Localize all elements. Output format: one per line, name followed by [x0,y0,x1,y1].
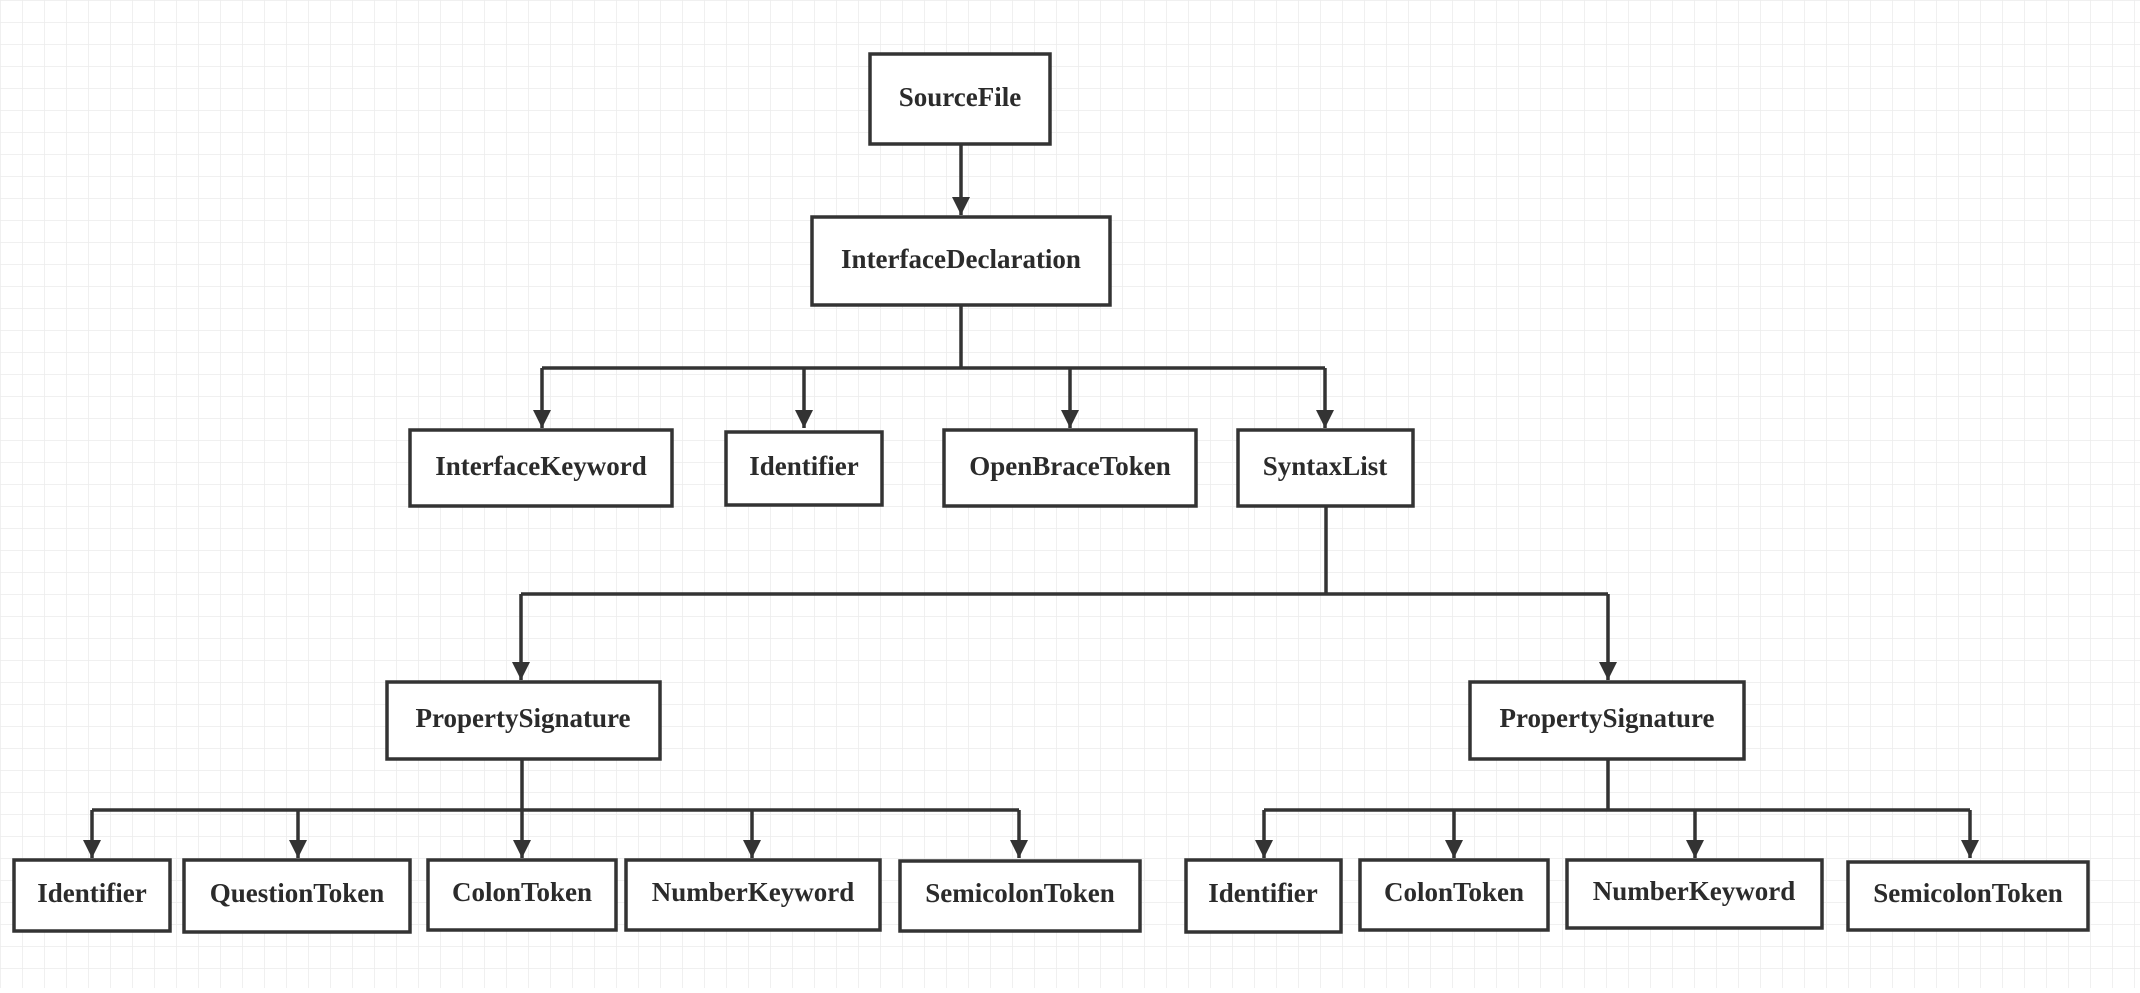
node-left-questiontoken-label: QuestionToken [210,878,385,908]
node-syntaxlist-label: SyntaxList [1263,451,1388,481]
node-left-numberkeyword-label: NumberKeyword [652,877,854,907]
node-openbracetoken-label: OpenBraceToken [969,451,1171,481]
node-right-colontoken[interactable]: ColonToken [1358,858,1550,932]
node-right-numberkeyword-label: NumberKeyword [1593,876,1795,906]
node-left-semicolontoken-label: SemicolonToken [925,878,1115,908]
node-left-questiontoken[interactable]: QuestionToken [182,858,412,934]
node-left-identifier[interactable]: Identifier [12,858,172,933]
node-interfacekeyword-label: InterfaceKeyword [435,451,646,481]
node-interfacekeyword[interactable]: InterfaceKeyword [408,428,674,508]
node-right-identifier-label: Identifier [1208,878,1317,908]
node-right-semicolontoken[interactable]: SemicolonToken [1846,860,2090,932]
node-interfacedeclaration-label: InterfaceDeclaration [841,244,1081,274]
tree-edges [83,145,1979,858]
node-left-semicolontoken[interactable]: SemicolonToken [898,859,1142,933]
node-left-identifier-label: Identifier [37,878,146,908]
node-sourcefile-label: SourceFile [899,82,1021,112]
node-interfacedeclaration[interactable]: InterfaceDeclaration [810,215,1112,307]
node-identifier-top[interactable]: Identifier [724,430,884,507]
node-syntaxlist[interactable]: SyntaxList [1236,428,1415,508]
node-propertysignature-right[interactable]: PropertySignature [1468,680,1746,761]
node-right-numberkeyword[interactable]: NumberKeyword [1565,858,1824,930]
node-left-colontoken[interactable]: ColonToken [426,858,618,932]
node-right-semicolontoken-label: SemicolonToken [1873,878,2063,908]
node-identifier-top-label: Identifier [749,451,858,481]
node-left-numberkeyword[interactable]: NumberKeyword [624,858,882,932]
node-openbracetoken[interactable]: OpenBraceToken [942,428,1198,508]
node-right-identifier[interactable]: Identifier [1184,858,1343,934]
node-propertysignature-left-label: PropertySignature [416,703,631,733]
node-sourcefile[interactable]: SourceFile [868,52,1052,146]
node-propertysignature-right-label: PropertySignature [1500,703,1715,733]
node-left-colontoken-label: ColonToken [452,877,592,907]
node-propertysignature-left[interactable]: PropertySignature [385,680,662,761]
node-right-colontoken-label: ColonToken [1384,877,1524,907]
